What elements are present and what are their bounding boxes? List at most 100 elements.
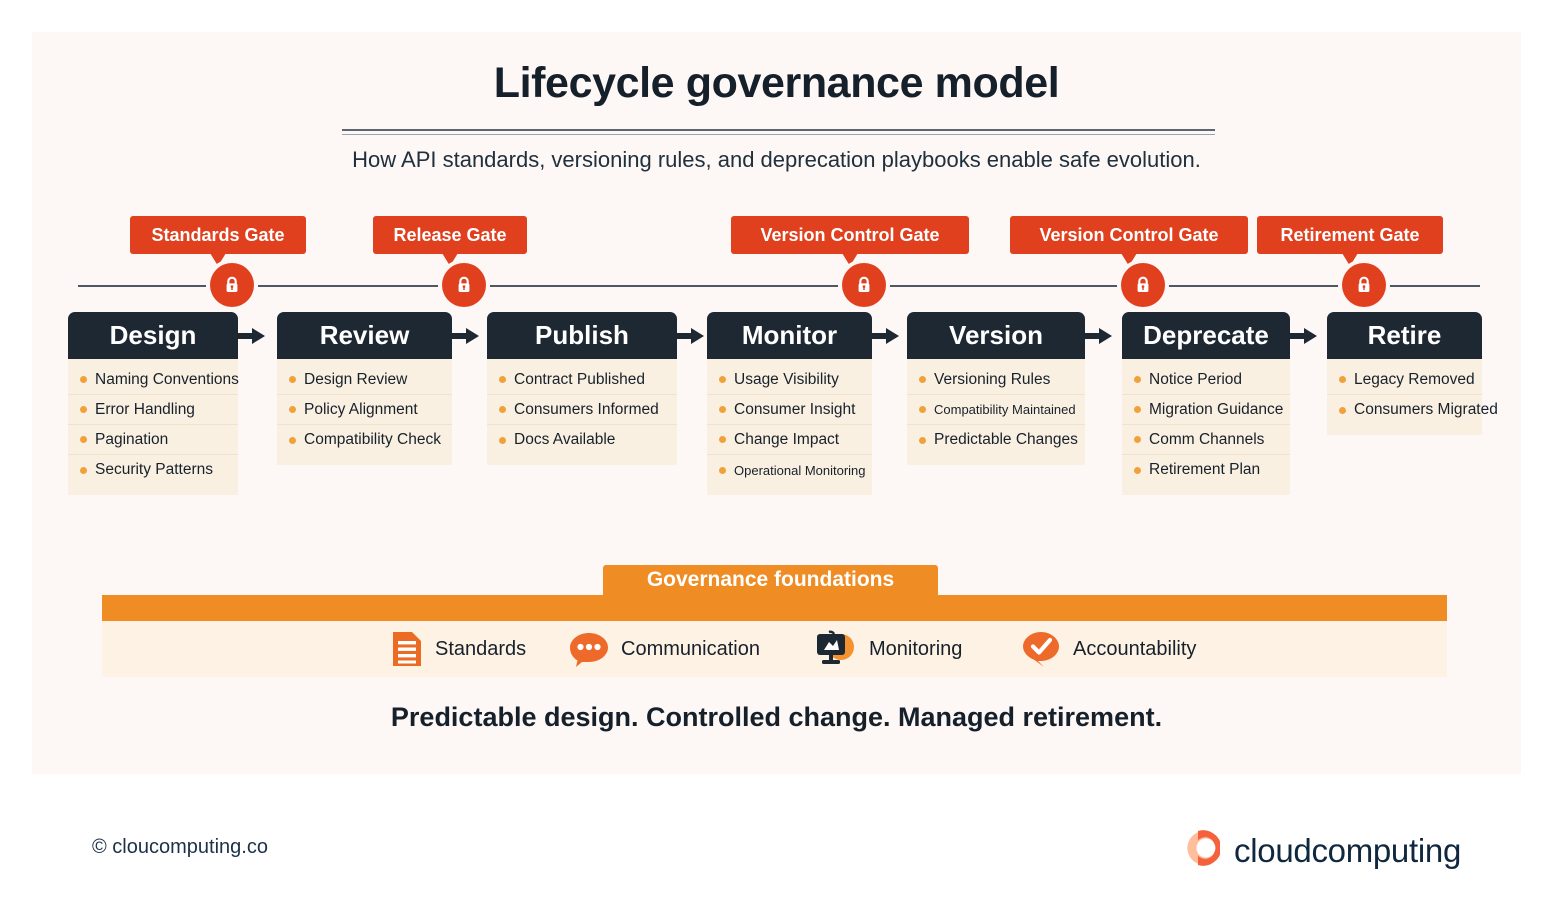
stage-item-label: Predictable Changes [934, 431, 1078, 448]
bullet-icon [499, 436, 506, 444]
gate-badge: Version Control Gate [731, 216, 969, 266]
stage-item: Comm Channels [1122, 425, 1290, 455]
foundations-bar [102, 595, 1447, 621]
gate-timeline-rail [78, 285, 1480, 287]
bullet-icon [1134, 436, 1141, 443]
flow-arrow-icon [234, 327, 268, 345]
copyright-text: © cloucomputing.co [92, 836, 268, 858]
stage-item-label: Error Handling [95, 400, 195, 418]
stage-item: Versioning Rules [907, 365, 1085, 395]
gate-badge-pointer [1121, 253, 1137, 266]
lock-icon [1342, 263, 1386, 307]
stage-item-label: Comm Channels [1149, 430, 1265, 448]
stage-item: Usage Visibility [707, 365, 872, 395]
cloudcomputing-c-logo [1176, 826, 1222, 875]
stage-item: Pagination [68, 425, 238, 455]
stage-item: Predictable Changes [907, 425, 1085, 455]
flow-arrow-icon [448, 327, 482, 345]
lock-icon [210, 263, 254, 307]
foundation-item-label: Communication [621, 637, 760, 660]
lock-icon [842, 263, 886, 307]
stage-item: Compatibility Check [277, 425, 452, 455]
foundation-item: Standards [390, 630, 526, 668]
bullet-icon [289, 436, 296, 444]
gate-badge-pointer [1342, 253, 1358, 266]
foundation-item: Accountability [1022, 630, 1196, 668]
stage-item-label: Policy Alignment [304, 400, 418, 418]
gate-badge-label: Version Control Gate [731, 216, 969, 254]
stage-item-label: Migration Guidance [1149, 400, 1284, 418]
bullet-icon [499, 376, 506, 383]
stage-item-label: Legacy Removed [1354, 370, 1475, 388]
gate-badge: Version Control Gate [1010, 216, 1248, 266]
page-subtitle: How API standards, versioning rules, and… [352, 147, 1201, 172]
foundations-title: Governance foundations [603, 565, 938, 595]
stage-item-label: Compatibility Maintained [934, 402, 1076, 417]
stage-item: Design Review [277, 365, 452, 395]
bullet-icon [289, 406, 296, 413]
gate-badge-pointer [842, 253, 858, 266]
bullet-icon [719, 376, 726, 383]
stage-item: Retirement Plan [1122, 455, 1290, 485]
stage-item: Consumers Informed [487, 395, 677, 425]
stage-item: Docs Available [487, 425, 677, 455]
lock-icon [442, 263, 486, 307]
flow-arrow-icon [673, 327, 707, 345]
speech-bubble-icon [568, 630, 610, 668]
stage-title: Design [68, 312, 238, 359]
bullet-icon [1134, 406, 1141, 413]
stage-item-label: Naming Conventions [95, 370, 239, 388]
bullet-icon [1134, 466, 1141, 474]
page-title: Lifecycle governance model [493, 59, 1060, 107]
stage-item: Migration Guidance [1122, 395, 1290, 425]
foundation-item: Monitoring [814, 629, 962, 669]
stage-item: Security Patterns [68, 455, 238, 485]
stage-item-label: Security Patterns [95, 461, 214, 478]
title-divider [342, 129, 1215, 135]
foundation-item: Communication [568, 630, 760, 668]
stage-item: Operational Monitoring [707, 455, 872, 485]
stage-item-label: Design Review [304, 370, 408, 388]
stage-item-label: Versioning Rules [934, 370, 1051, 388]
stage-title: Retire [1327, 312, 1482, 359]
stage-item-label: Consumers Informed [514, 400, 659, 418]
gate-badge-label: Release Gate [372, 216, 528, 254]
brand-name: cloudcomputing [1234, 831, 1461, 869]
bullet-icon [289, 376, 296, 383]
stage-item: Contract Published [487, 365, 677, 395]
monitor-icon [814, 629, 858, 669]
stage-item-label: Consumer Insight [734, 400, 856, 418]
bullet-icon [719, 436, 726, 443]
stage-item-label: Pagination [95, 430, 169, 448]
bullet-icon [80, 406, 87, 413]
stage-item: Naming Conventions [68, 365, 239, 395]
tagline: Predictable design. Controlled change. M… [390, 702, 1163, 732]
stage-item: Consumer Insight [707, 395, 872, 425]
stage-item-label: Notice Period [1149, 370, 1243, 388]
bullet-icon [499, 406, 506, 413]
stage-item-label: Retirement Plan [1149, 461, 1261, 478]
stage-title: Version [907, 312, 1085, 359]
stage-item-label: Docs Available [514, 431, 616, 448]
bullet-icon [919, 376, 926, 383]
bullet-icon [80, 376, 87, 383]
stage-item: Consumers Migrated [1327, 395, 1498, 425]
stage-item-label: Contract Published [514, 370, 645, 388]
flow-arrow-icon [1081, 327, 1115, 345]
gate-badge-pointer [209, 253, 226, 266]
document-icon [390, 630, 424, 668]
flow-arrow-icon [1286, 327, 1320, 345]
gate-badge-label: Standards Gate [130, 216, 306, 254]
gate-badge: Release Gate [372, 216, 528, 266]
